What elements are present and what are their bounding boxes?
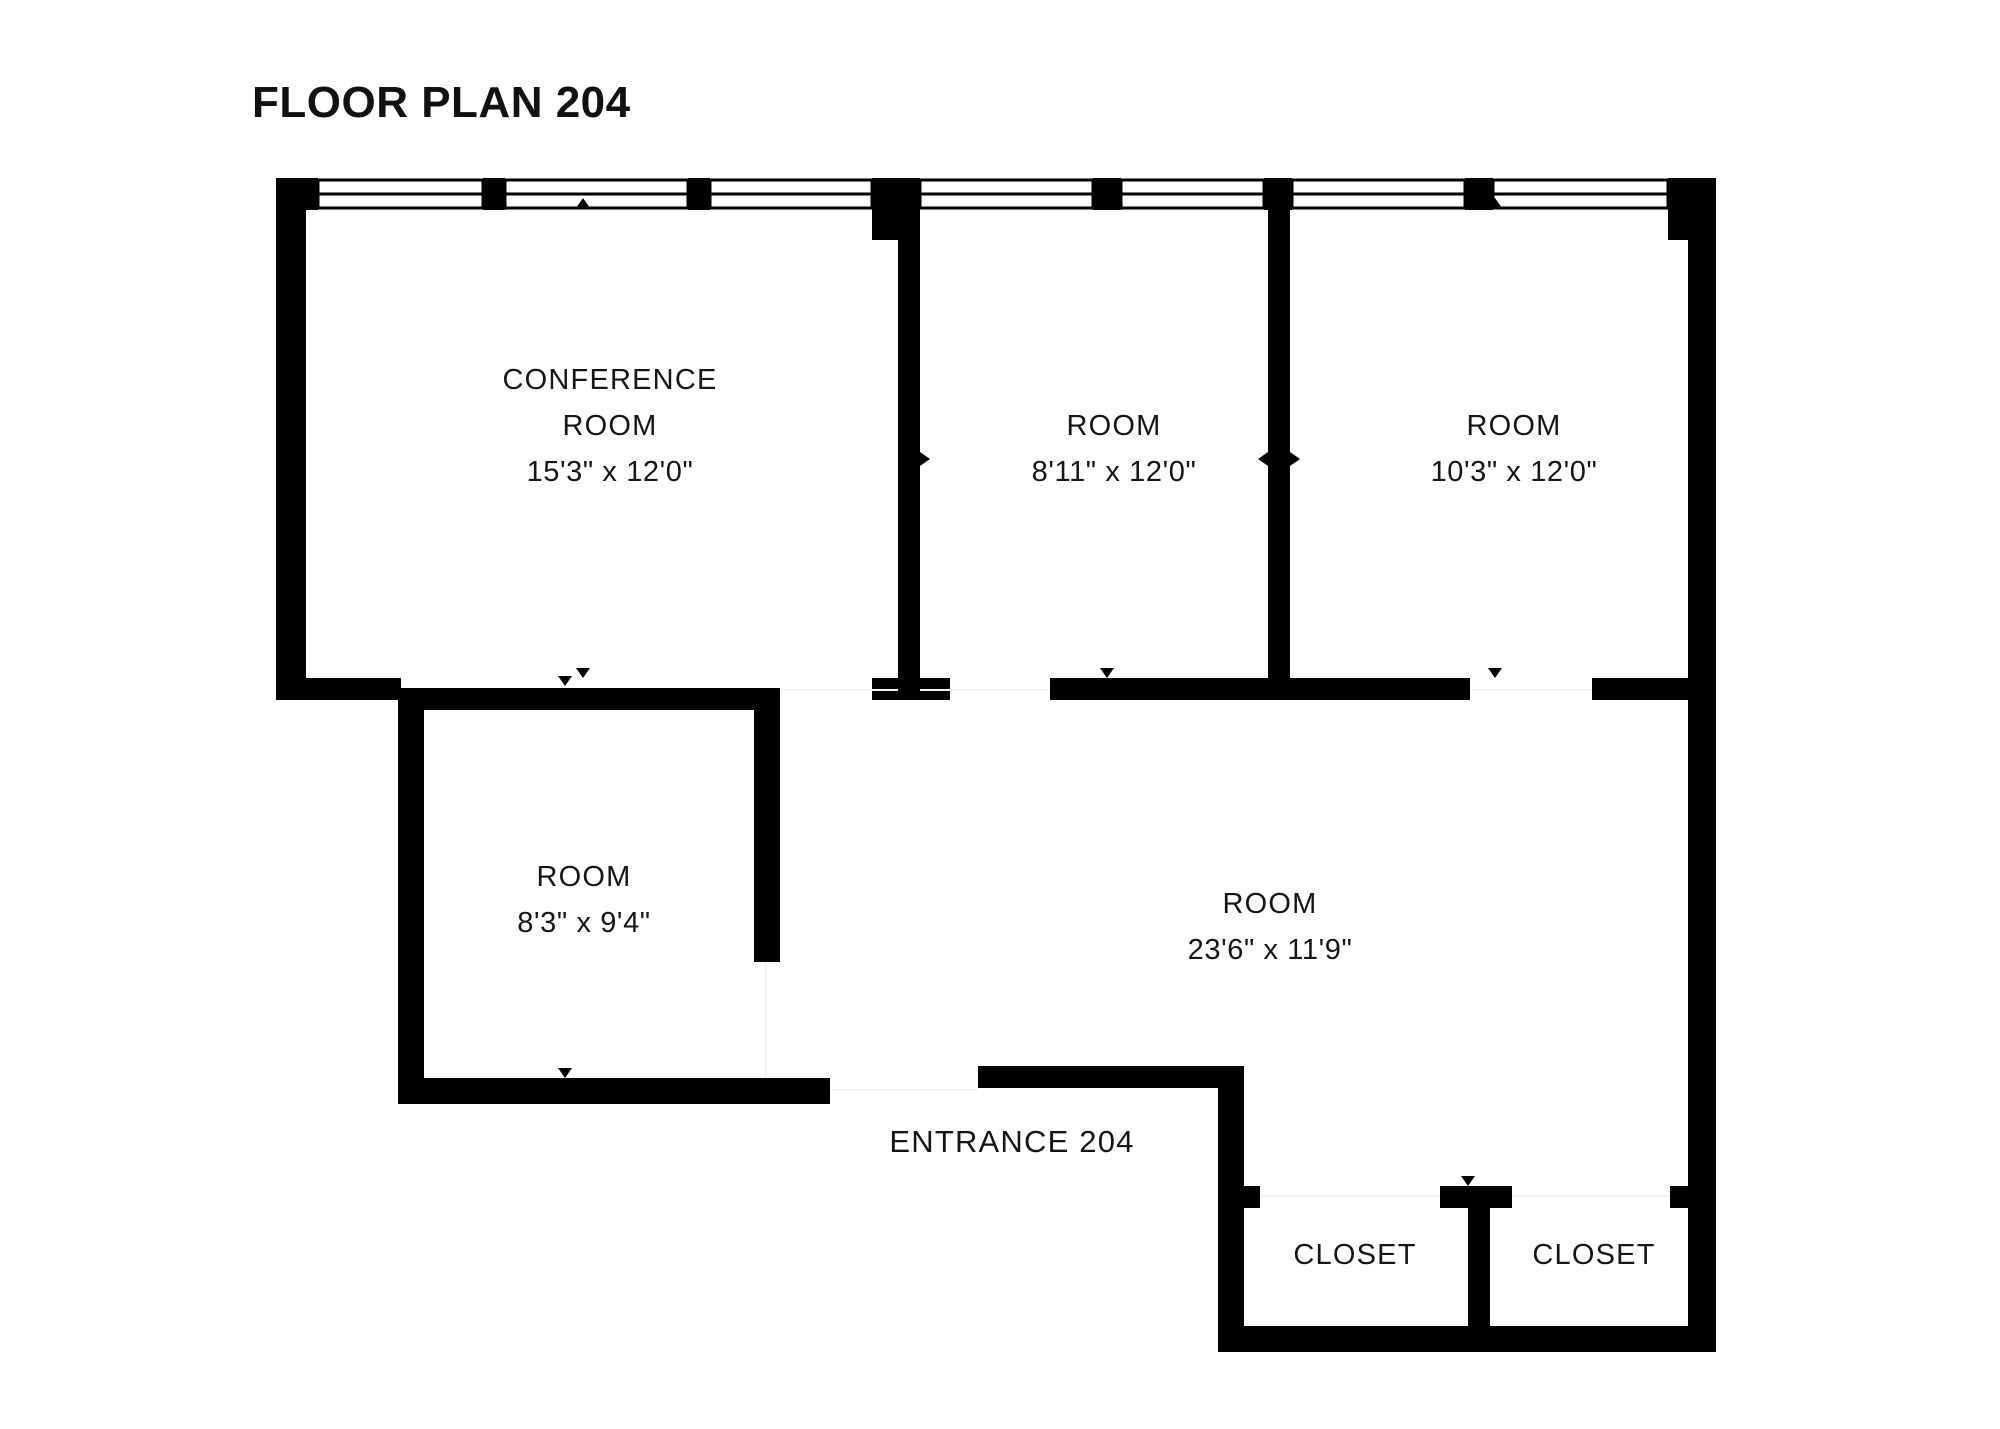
window-conference-left [316,178,485,210]
room-dims-conference: 15'3" x 12'0" [527,456,694,488]
closet-label-right: CLOSET [1532,1239,1655,1271]
room-label-main-lower: ROOM [1222,888,1317,920]
room-label-middle-top: ROOM [1066,410,1161,442]
wall-bottom-exterior [1218,1326,1716,1352]
room-label-conference-line2: ROOM [562,410,657,442]
closet-wall-group [1218,1186,1716,1352]
window-conference-right [708,178,874,210]
triangle-marker-icon-lowerleft-right [754,878,764,892]
room-dims-main-lower: 23'6" x 11'9" [1188,934,1353,966]
room-dims-lower-left: 8'3" x 9'4" [517,907,650,939]
page-title: FLOOR PLAN 204 [252,78,631,127]
wall-mullion-4 [1465,178,1493,210]
triangle-marker-icon-closet-top [1461,1176,1475,1186]
dimension-marker-group [296,198,1698,1186]
wall-lowerleft-bottom [398,1078,830,1104]
triangle-marker-icon-lowerleft-top-outer [558,676,572,686]
triangle-marker-icon-middle-top [1100,198,1114,208]
window-right-room-left [1290,178,1467,210]
wall-lowerleft-left [398,688,424,1100]
triangle-marker-icon-middle-right [1258,452,1268,466]
window-group-top [316,178,1670,210]
wall-partition-middle-right-base [1050,678,1470,700]
window-right-room-right [1491,178,1670,210]
wall-closet-right-header [1670,1186,1716,1208]
triangle-marker-icon-conference-bottom [576,668,590,678]
triangle-marker-icon-conference-right [898,452,908,466]
wall-partition-conference-middle [898,178,920,700]
wall-right-stub-corridor [1592,678,1716,700]
wall-entrance-vestibule-left [1218,1066,1244,1352]
window-middle-room-left [918,178,1095,210]
room-dims-right-top: 10'3" x 12'0" [1431,456,1598,488]
triangle-marker-icon-lowerleft-bottom [558,1068,572,1078]
wall-group-exterior [276,178,1716,1352]
wall-closet-left-header [1218,1186,1260,1208]
door-opening-group [765,689,1688,1197]
room-label-conference-line1: CONFERENCE [502,364,717,396]
triangle-marker-icon-lowerleft-top-inner [558,700,572,710]
triangle-marker-icon-right-top [1488,198,1502,208]
wall-mullion-2 [688,178,710,210]
triangle-marker-icon-conference-left [296,452,306,466]
wall-closet-divider [1468,1186,1490,1352]
wall-conference-bottom [276,678,401,700]
room-label-group: CONFERENCE ROOM 15'3" x 12'0" ROOM 8'11"… [502,364,1655,1271]
triangle-marker-icon-mainlower-right [1688,878,1698,892]
room-label-right-top: ROOM [1466,410,1561,442]
triangle-marker-icon-middle-bottom [1100,668,1114,678]
triangle-marker-icon-conference-top [576,198,590,208]
entrance-label: ENTRANCE 204 [889,1124,1134,1159]
wall-right-exterior-step [1668,178,1716,240]
wall-partition-conference-middle-base [872,678,950,700]
closet-label-left: CLOSET [1293,1239,1416,1271]
wall-mullion-1 [483,178,505,210]
window-conference-middle [503,178,690,210]
wall-entrance-vestibule-top [978,1066,1244,1088]
wall-left-exterior [276,178,306,700]
triangle-marker-icon-middle-left [920,452,930,466]
room-label-lower-left: ROOM [536,861,631,893]
triangle-marker-icon-lowerleft-left [414,878,424,892]
window-middle-room-right [1119,178,1266,210]
triangle-marker-icon-right-bottom [1488,668,1502,678]
triangle-marker-icon-right-left [1290,452,1300,466]
wall-lowerleft-right-upper [754,688,780,962]
wall-lowerleft-top [398,688,780,710]
wall-partition-middle-right [1268,178,1290,678]
room-dims-middle-top: 8'11" x 12'0" [1032,456,1197,488]
triangle-marker-icon-right-right [1688,452,1698,466]
wall-right-exterior [1688,178,1716,1348]
